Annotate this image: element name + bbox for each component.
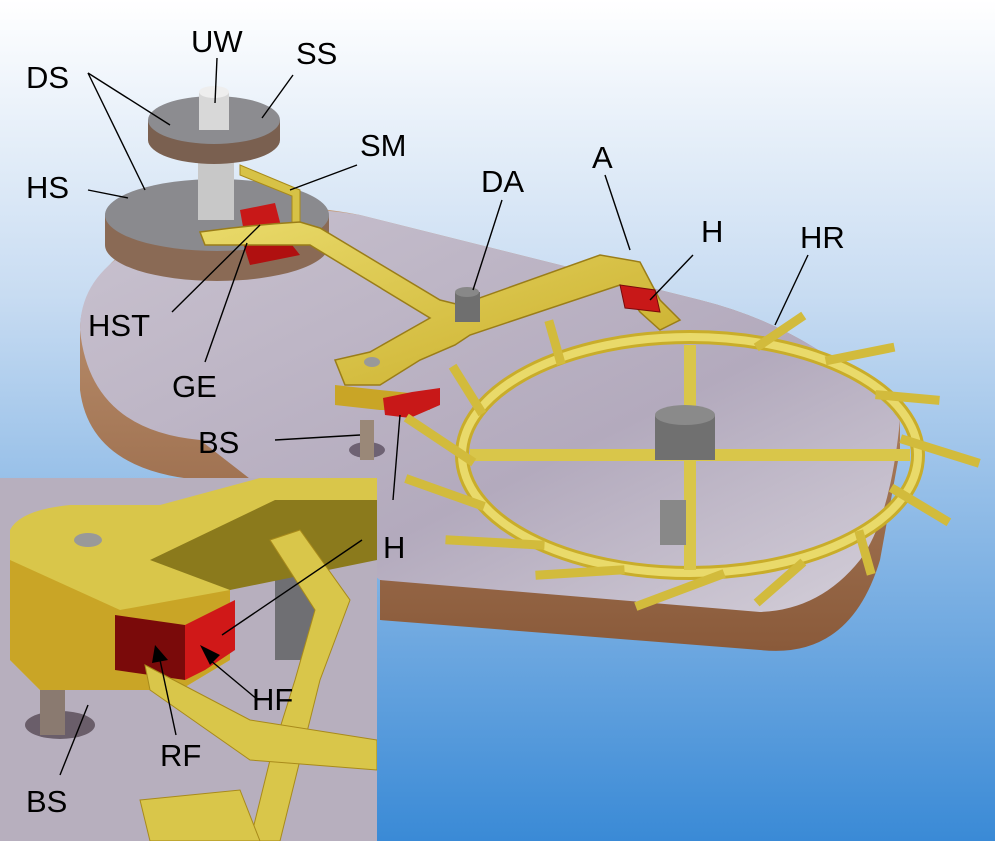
pallet-entry bbox=[383, 388, 440, 418]
label-a: A bbox=[592, 140, 613, 175]
upper-wheel-pin bbox=[199, 92, 229, 130]
label-hr: HR bbox=[800, 220, 845, 255]
label-ss: SS bbox=[296, 36, 337, 71]
anchor-arbor bbox=[455, 292, 480, 322]
label-h-mid: H bbox=[383, 530, 405, 565]
pallet-exit bbox=[619, 284, 661, 313]
labels: UW SS DS HS SM DA A H HR HST GE BS H HF … bbox=[26, 24, 845, 819]
anchor-lever bbox=[198, 164, 682, 460]
label-h-top: H bbox=[701, 214, 723, 249]
label-hf: HF bbox=[252, 682, 293, 717]
label-hst: HST bbox=[88, 308, 150, 343]
leader-lines bbox=[59, 57, 809, 776]
label-bs-main: BS bbox=[198, 425, 239, 460]
label-ge: GE bbox=[172, 369, 217, 404]
label-uw: UW bbox=[191, 24, 243, 59]
escape-wheel bbox=[403, 311, 981, 611]
label-hs: HS bbox=[26, 170, 69, 205]
label-ds: DS bbox=[26, 60, 69, 95]
label-da: DA bbox=[481, 164, 524, 199]
inset-detail bbox=[0, 478, 377, 841]
label-bs-inset: BS bbox=[26, 784, 67, 819]
label-sm: SM bbox=[360, 128, 407, 163]
label-rf: RF bbox=[160, 738, 201, 773]
